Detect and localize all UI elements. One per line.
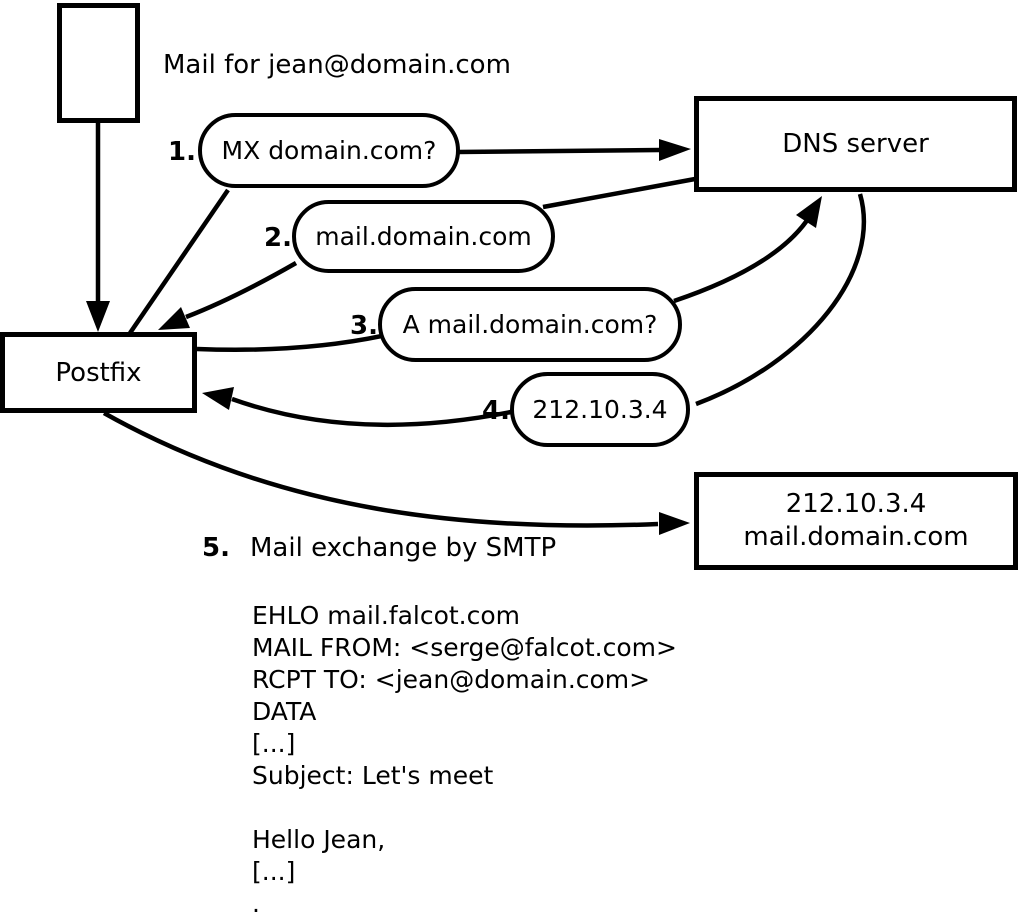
smtp-line-subject: Subject: Let's meet [252,761,494,790]
arrowhead-mail-to-postfix [86,301,110,332]
mail-server-ip-label: 212.10.3.4 [785,489,927,519]
smtp-transcript: EHLO mail.falcot.com MAIL FROM: <serge@f… [252,600,677,919]
step4-response-pill: 212.10.3.4 [510,372,690,447]
step2-number: 2. [264,223,292,253]
postfix-label: Postfix [55,357,142,388]
smtp-line-end-dot: . [252,889,260,918]
arrowhead-query3-to-dns [796,196,822,228]
line-query3-to-dns [673,214,812,304]
mail-message-box [57,3,140,123]
step3-query-pill: A mail.domain.com? [378,287,682,362]
step2-response-pill: mail.domain.com [292,200,555,273]
line-query1-to-dns [457,147,661,155]
arrowhead-postfix-to-mailserver [659,512,690,535]
smtp-line-blank [252,792,677,824]
step2-response-label: mail.domain.com [315,222,532,251]
mail-server-hostname-label: mail.domain.com [743,522,969,552]
step4-number: 4. [482,396,510,426]
step3-number: 3. [350,311,378,341]
step5-number: 5. [202,533,230,563]
mail-title-label: Mail for jean@domain.com [163,50,511,80]
postfix-node: Postfix [0,332,197,413]
step1-query-pill: MX domain.com? [198,113,460,188]
line-dns-to-response2 [542,176,696,210]
arrowhead-response4-to-postfix [202,387,234,410]
smtp-line-ellipsis-2: [...] [252,857,296,886]
arrowhead-query1-to-dns [659,139,691,161]
step5-label: Mail exchange by SMTP [250,533,557,563]
line-postfix-to-query1 [128,188,230,335]
step3-query-label: A mail.domain.com? [402,310,658,339]
step1-query-label: MX domain.com? [221,136,437,165]
smtp-line-rcpt-to: RCPT TO: <jean@domain.com> [252,665,651,694]
dns-server-label: DNS server [782,129,929,159]
step4-response-label: 212.10.3.4 [532,395,668,424]
line-response2-to-postfix [185,261,298,320]
dns-server-node: DNS server [694,96,1017,192]
mail-server-node: 212.10.3.4 mail.domain.com [694,472,1018,570]
line-dns-to-response4 [695,193,867,407]
smtp-line-hello: Hello Jean, [252,825,386,854]
smtp-line-mail-from: MAIL FROM: <serge@falcot.com> [252,633,677,662]
smtp-line-ellipsis-1: [...] [252,729,296,758]
smtp-line-data: DATA [252,697,317,726]
step1-number: 1. [168,137,196,167]
smtp-line-ehlo: EHLO mail.falcot.com [252,601,521,630]
arrowhead-response2-to-postfix [158,307,190,330]
